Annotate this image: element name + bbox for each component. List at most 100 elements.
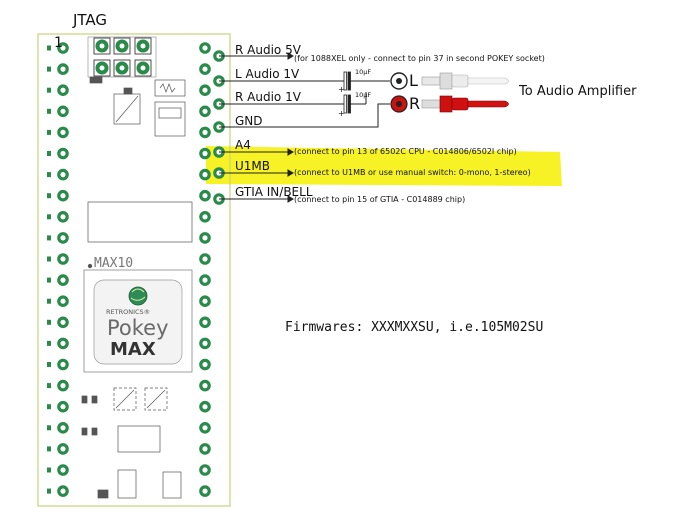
edge-marker (47, 193, 51, 199)
board-outline (37, 33, 231, 507)
left-pad (57, 253, 69, 265)
right-pad (199, 485, 211, 497)
left-pad (57, 274, 69, 286)
pin1-label: 1 (54, 35, 63, 51)
left-pad (57, 337, 69, 350)
left-pad (57, 464, 69, 476)
right-pad (199, 400, 211, 413)
right-pad (199, 295, 211, 307)
left-pad (57, 316, 69, 329)
right-pad (199, 232, 211, 244)
jtag-header (87, 36, 157, 78)
right-pad (199, 42, 211, 54)
brand-mark: ® (143, 308, 151, 316)
pin-label-u1mb: U1MB (235, 159, 271, 173)
u1mb-highlight (206, 146, 562, 186)
right-pad (199, 316, 211, 329)
edge-marker (47, 340, 51, 346)
left-pad (57, 84, 69, 96)
edge-marker (47, 172, 51, 178)
left-pad (57, 295, 69, 307)
retronics-logo-icon (128, 286, 148, 306)
left-pad (57, 358, 69, 371)
edge-marker (47, 488, 51, 494)
left-pad (57, 147, 69, 160)
edge-marker (47, 108, 51, 114)
right-pin-column (199, 42, 225, 497)
jtag-label: JTAG (73, 11, 108, 29)
firmware-label: Firmwares: XXXMXXSU, i.e.105M02SU (285, 320, 544, 335)
right-pad (199, 421, 211, 434)
edge-marker (47, 256, 51, 262)
pin-note-u1mb: (connect to U1MB or use manual switch: 0… (294, 168, 531, 177)
edge-marker (47, 319, 51, 325)
left-pad (57, 126, 69, 139)
left-jack-icon (390, 72, 408, 90)
left-pad (57, 211, 69, 223)
brand-label: RETRONICS® (106, 309, 150, 316)
brand-text: RETRONICS (106, 308, 144, 316)
pin-label-l-audio-1v: L Audio 1V (235, 67, 300, 81)
right-pad (199, 464, 211, 476)
cap-value-left: 10μF (355, 68, 372, 76)
right-pad (199, 126, 211, 139)
right-pad (199, 274, 211, 286)
amplifier-label: To Audio Amplifier (519, 84, 637, 99)
pin-note-a4: (connect to pin 13 of 6502C CPU - C01480… (294, 147, 517, 156)
pin-label-gnd: GND (235, 114, 263, 128)
rca-plug-white-icon (421, 72, 509, 90)
right-pad (199, 84, 211, 96)
left-pad (57, 105, 69, 118)
left-pad (57, 379, 69, 392)
pin-label-a4: A4 (235, 138, 251, 152)
product-line2: MAX (110, 339, 156, 360)
edge-marker (47, 362, 51, 367)
left-pad (57, 232, 69, 244)
edge-marker (47, 235, 51, 241)
board-components (81, 76, 193, 499)
edge-marker (47, 425, 51, 431)
right-pad (199, 189, 211, 202)
left-pad (57, 443, 69, 455)
right-jack-icon (390, 95, 408, 113)
right-pad (199, 105, 211, 118)
edge-marker (47, 214, 51, 220)
right-pad (199, 337, 211, 350)
edge-marker (47, 467, 51, 473)
pin-label-gtia: GTIA IN/BELL (235, 185, 313, 199)
right-pad (199, 358, 211, 371)
edge-marker (47, 66, 51, 72)
left-pad (57, 42, 69, 54)
capacitor-right (343, 94, 351, 114)
pin-note-gtia: (connect to pin 15 of GTIA - C014889 chi… (294, 195, 466, 204)
left-pad (57, 189, 69, 202)
edge-marker (47, 129, 51, 135)
left-channel-label: L (409, 71, 418, 90)
cap-plus-right: + (338, 109, 345, 118)
rca-plug-red-icon (421, 95, 509, 113)
edge-marker (47, 298, 51, 304)
left-pad (57, 421, 69, 434)
cap-plus-left: + (338, 85, 345, 94)
product-line1: Pokey (107, 316, 169, 340)
chip-label: MAX10 (94, 256, 134, 271)
edge-marker (47, 87, 51, 93)
edge-marker (47, 45, 51, 51)
left-pad (57, 63, 69, 75)
capacitor-left (343, 71, 351, 91)
left-pad (57, 485, 69, 497)
right-pad (199, 253, 211, 265)
right-pad (199, 63, 211, 75)
pin-label-r-audio-5v: R Audio 5V (235, 43, 301, 57)
right-pad (199, 379, 211, 392)
edge-marker (47, 383, 51, 389)
right-pad (199, 168, 211, 181)
pin-label-r-audio-1v: R Audio 1V (235, 90, 301, 104)
edge-marker (47, 404, 51, 410)
right-pad (199, 211, 211, 223)
right-pad (199, 443, 211, 455)
pin-note-r-audio-5v: (for 1088XEL only - connect to pin 37 in… (294, 54, 545, 63)
edge-marker (47, 277, 51, 283)
cap-value-right: 10μF (355, 91, 372, 99)
